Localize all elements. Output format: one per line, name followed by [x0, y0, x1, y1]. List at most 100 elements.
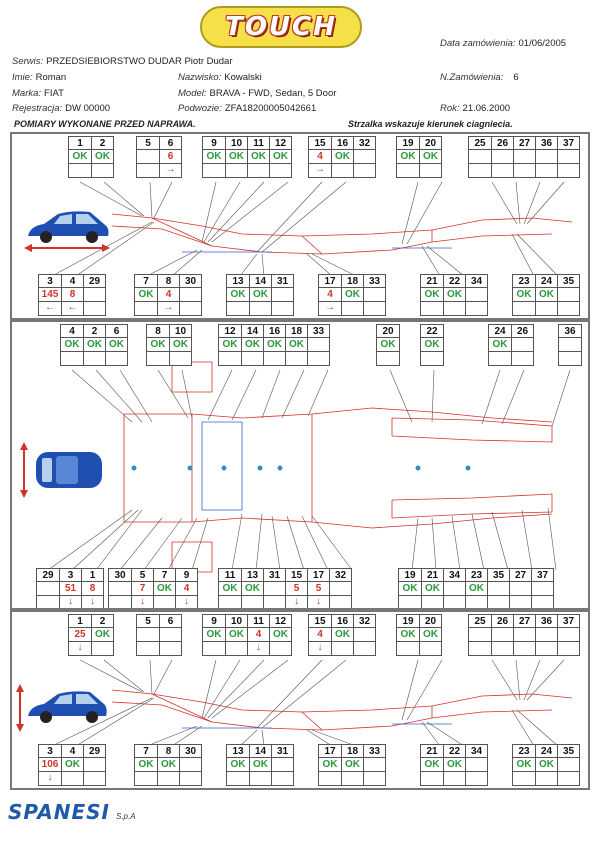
point-number: 23 — [513, 275, 535, 288]
measurement-point: 32 — [353, 137, 375, 177]
point-result: OK — [489, 338, 511, 352]
point-result — [272, 288, 293, 302]
pull-direction-arrow — [37, 596, 59, 608]
point-result: OK — [397, 628, 419, 642]
point-result — [137, 150, 159, 164]
pull-direction-arrow — [227, 302, 249, 315]
pull-direction-arrow — [397, 164, 419, 177]
pull-direction-arrow: → — [315, 164, 325, 175]
pull-direction-arrow — [510, 596, 531, 608]
point-number: 17 — [319, 275, 341, 288]
point-number: 21 — [421, 745, 443, 758]
pull-direction-arrow — [92, 642, 113, 655]
pull-direction-arrow — [272, 302, 293, 315]
point-result: OK — [444, 758, 465, 772]
measurement-point: 34 — [465, 745, 487, 785]
pull-direction-arrow — [444, 596, 465, 608]
pull-direction-arrow — [84, 352, 105, 365]
point-number: 12 — [270, 137, 291, 150]
point-result: OK — [92, 150, 113, 164]
pull-direction-arrow — [226, 642, 247, 655]
point-number: 6 — [160, 137, 181, 150]
pull-direction-arrow — [106, 352, 127, 365]
make-field: Marka:FIAT — [12, 88, 64, 99]
point-result: OK — [420, 628, 441, 642]
pull-direction-arrow — [514, 642, 535, 655]
point-number: 34 — [466, 745, 487, 758]
point-number: 5 — [132, 569, 153, 582]
point-number: 4 — [62, 275, 83, 288]
point-number: 9 — [203, 615, 225, 628]
pull-direction-arrow — [422, 596, 443, 608]
pull-direction-arrow — [466, 596, 487, 608]
pull-direction-arrow — [308, 352, 329, 365]
measurement-point: 34 — [465, 275, 487, 315]
pull-direction-arrow — [342, 302, 363, 315]
measurement-point: 32 — [353, 615, 375, 655]
point-result: OK — [397, 150, 419, 164]
point-result — [558, 150, 579, 164]
point-result: OK — [203, 150, 225, 164]
first-name-field: Imie:Roman — [12, 72, 67, 83]
point-result: OK — [203, 628, 225, 642]
pull-direction-arrow — [250, 302, 271, 315]
point-result — [84, 758, 105, 772]
point-number: 3 — [39, 745, 61, 758]
point-result: OK — [170, 338, 191, 352]
measurement-point: 35 — [487, 569, 509, 608]
point-result: OK — [250, 758, 271, 772]
pull-direction-arrow — [264, 352, 285, 365]
pull-direction-arrow — [272, 772, 293, 785]
point-number: 5 — [137, 137, 159, 150]
spanesi-logo: SPANESI — [8, 800, 110, 824]
point-number: 36 — [536, 615, 557, 628]
pull-direction-arrow: ↓ — [47, 772, 53, 783]
point-number: 19 — [397, 615, 419, 628]
point-result: OK — [536, 758, 557, 772]
point-number: 14 — [250, 275, 271, 288]
point-result: 4 — [309, 628, 331, 642]
point-result: 6 — [160, 150, 181, 164]
point-result: OK — [227, 288, 249, 302]
pull-direction-arrow — [180, 772, 201, 785]
point-result: OK — [69, 150, 91, 164]
order-date: Data zamówienia:01/06/2005 — [440, 38, 567, 49]
measurement-point: 29 — [37, 569, 59, 608]
point-result — [492, 150, 513, 164]
point-number: 9 — [203, 137, 225, 150]
pull-direction-arrow — [558, 642, 579, 655]
pull-direction-arrow — [397, 642, 419, 655]
top-frame-drawing — [47, 361, 571, 573]
measurement-point: 34 — [443, 569, 465, 608]
point-number: 8 — [158, 275, 179, 288]
point-number: 29 — [37, 569, 59, 582]
pull-direction-arrow — [489, 352, 511, 365]
point-number: 5 — [137, 615, 159, 628]
point-result: OK — [219, 582, 241, 596]
surname-field: Nazwisko:Kowalski — [178, 72, 262, 83]
point-number: 30 — [109, 569, 131, 582]
